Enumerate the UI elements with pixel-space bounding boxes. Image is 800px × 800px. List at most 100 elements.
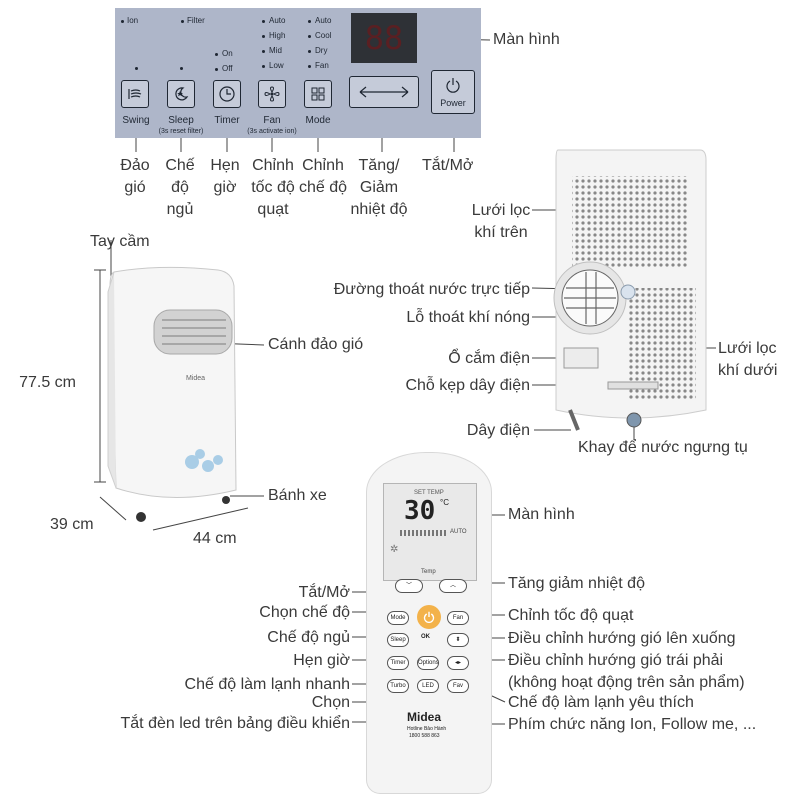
remote-leftright-callout: Điều chỉnh hướng gió trái phải — [508, 652, 724, 669]
lower-filter-label: Lưới lọc khí dưới — [718, 340, 778, 379]
mode-dry-label: Dry — [315, 46, 328, 55]
remote-screen-callout: Màn hình — [508, 506, 575, 523]
remote-sleep-button[interactable]: Sleep — [387, 633, 409, 647]
remote-timer-button[interactable]: Timer — [387, 656, 409, 670]
depth-dimension: 39 cm — [50, 516, 94, 533]
power-button[interactable]: Power — [431, 70, 475, 114]
timer-caption: Timer — [214, 115, 240, 126]
mode-caption: Mode — [305, 115, 331, 126]
remote-led-button[interactable]: LED — [417, 679, 439, 693]
swing-callout: Đảo gió — [120, 157, 150, 196]
clock-icon — [219, 86, 235, 102]
remote-screen: SET TEMP 30 °C AUTO ✲ — [383, 483, 477, 581]
temp-adjust-button[interactable] — [349, 76, 419, 108]
timer-on-label: On — [222, 49, 233, 58]
sleep-caption: Sleep — [168, 115, 194, 126]
timer-button[interactable] — [213, 80, 241, 108]
swing-leftright-button[interactable]: ◂▸ — [447, 656, 469, 670]
front-brand: Midea — [186, 375, 205, 382]
timer-off-label: Off — [222, 64, 233, 73]
sleep-button[interactable] — [167, 80, 195, 108]
fan-bars — [400, 530, 448, 536]
upper-filter-label-1: Lưới lọc khí trên — [469, 200, 533, 244]
wheel-label: Bánh xe — [268, 487, 327, 504]
fan-mid-led — [262, 50, 265, 53]
remote-turbo-button[interactable]: Turbo — [387, 679, 409, 693]
remote-fav-button[interactable]: Fav — [447, 679, 469, 693]
width-dimension: 44 cm — [193, 530, 237, 547]
snowflake-icon: ✲ — [390, 544, 399, 555]
condensate-tray-label: Khay để nước ngưng tụ — [578, 439, 748, 456]
remote-fan-button[interactable]: Fan — [447, 611, 469, 625]
mode-auto-led — [308, 20, 311, 23]
filter-label: Filter — [187, 16, 205, 25]
mode-fan-label: Fan — [315, 61, 329, 70]
mode-auto-label: Auto — [315, 16, 332, 25]
fan-low-label: Low — [269, 61, 284, 70]
swing-updown-button[interactable]: ⬍ — [447, 633, 469, 647]
remote-leftright-note: (không hoạt động trên sản phẩm) — [508, 674, 745, 691]
panel-display: 88 — [351, 13, 417, 63]
swing-button[interactable] — [121, 80, 149, 108]
hotline-label: Hotline Bảo Hành — [407, 726, 447, 732]
fan-high-led — [262, 35, 265, 38]
remote-options-callout: Chọn — [311, 694, 350, 711]
mode-button[interactable] — [304, 80, 332, 108]
remote-mode-button[interactable]: Mode — [387, 611, 409, 625]
chevron-up-icon: ︿ — [449, 583, 456, 589]
left-right-arrow-icon — [359, 86, 409, 98]
chevron-down-icon: ﹀ — [405, 583, 412, 589]
remote-mode-callout: Chọn chế độ — [259, 604, 350, 621]
timer-callout: Hẹn giờ — [210, 157, 240, 196]
power-callout: Tắt/Mở — [422, 157, 474, 174]
fan-button[interactable] — [258, 80, 286, 108]
moon-star-icon — [175, 87, 189, 101]
swing-caption: Swing — [122, 115, 150, 126]
power-cord-label: Dây điện — [466, 422, 530, 439]
remote-temp-unit: °C — [440, 498, 449, 507]
remote-fan-callout: Chỉnh tốc độ quạt — [508, 607, 634, 624]
hot-air-exhaust-label: Lỗ thoát khí nóng — [406, 309, 530, 326]
remote-led-callout: Tắt đèn led trên bảng điều khiển — [120, 715, 351, 732]
fan-auto-label: Auto — [269, 16, 286, 25]
up-down-arrow-icon: ⬍ — [455, 637, 461, 643]
hotline-number: 1800 588 863 — [409, 733, 440, 739]
temp-callout: Tăng/ Giảm nhiệt độ — [350, 157, 408, 218]
mode-dry-led — [308, 50, 311, 53]
fan-subcaption: (3s activate ion) — [247, 128, 297, 135]
remote-control: SET TEMP 30 °C AUTO ✲ Temp ﹀ ︿ Mode Fan … — [366, 452, 492, 794]
mode-callout: Chỉnh chế độ — [298, 157, 348, 196]
fan-caption: Fan — [263, 115, 281, 126]
temp-down-button[interactable]: ﹀ — [395, 579, 423, 593]
height-dimension: 77.5 cm — [19, 374, 76, 391]
temp-up-button[interactable]: ︿ — [439, 579, 467, 593]
remote-timer-callout: Hẹn giờ — [293, 652, 350, 669]
control-panel: Ion Filter On Off Auto High Mid Low Auto… — [115, 8, 481, 138]
fan-mid-label: Mid — [269, 46, 282, 55]
remote-power-callout: Tắt/Mở — [298, 584, 350, 601]
left-right-arrow-icon: ◂▸ — [454, 660, 462, 666]
remote-ok-button[interactable]: OK — [421, 634, 430, 640]
fan-low-led — [262, 65, 265, 68]
mode-cool-label: Cool — [315, 31, 332, 40]
back-unit-illustration — [553, 149, 707, 431]
remote-options-button[interactable]: Options — [417, 656, 439, 670]
power-icon — [446, 77, 460, 93]
swing-dot — [135, 67, 138, 70]
remote-turbo-callout: Chế độ làm lạnh nhanh — [184, 676, 350, 693]
sleep-callout: Chế độ ngủ — [165, 157, 195, 218]
power-socket-label: Ổ cắm điện — [448, 350, 530, 367]
front-unit-illustration: Midea — [107, 266, 237, 522]
panel-screen-callout: Màn hình — [493, 31, 560, 48]
cord-clip-label: Chỗ kẹp dây điện — [405, 377, 530, 394]
grid-icon — [311, 87, 325, 101]
remote-function-callout: Phím chức năng Ion, Follow me, ... — [508, 716, 757, 733]
remote-sleep-callout: Chế độ ngủ — [267, 629, 350, 646]
handle-label: Tay cầm — [90, 233, 150, 250]
set-temp-label: SET TEMP — [414, 490, 444, 496]
fan-speed-callout: Chỉnh tốc độ quạt — [251, 157, 295, 218]
swing-icon — [128, 89, 142, 99]
remote-temp-value: 30 — [404, 496, 436, 526]
remote-power-button[interactable] — [417, 605, 441, 629]
filter-led — [181, 20, 184, 23]
